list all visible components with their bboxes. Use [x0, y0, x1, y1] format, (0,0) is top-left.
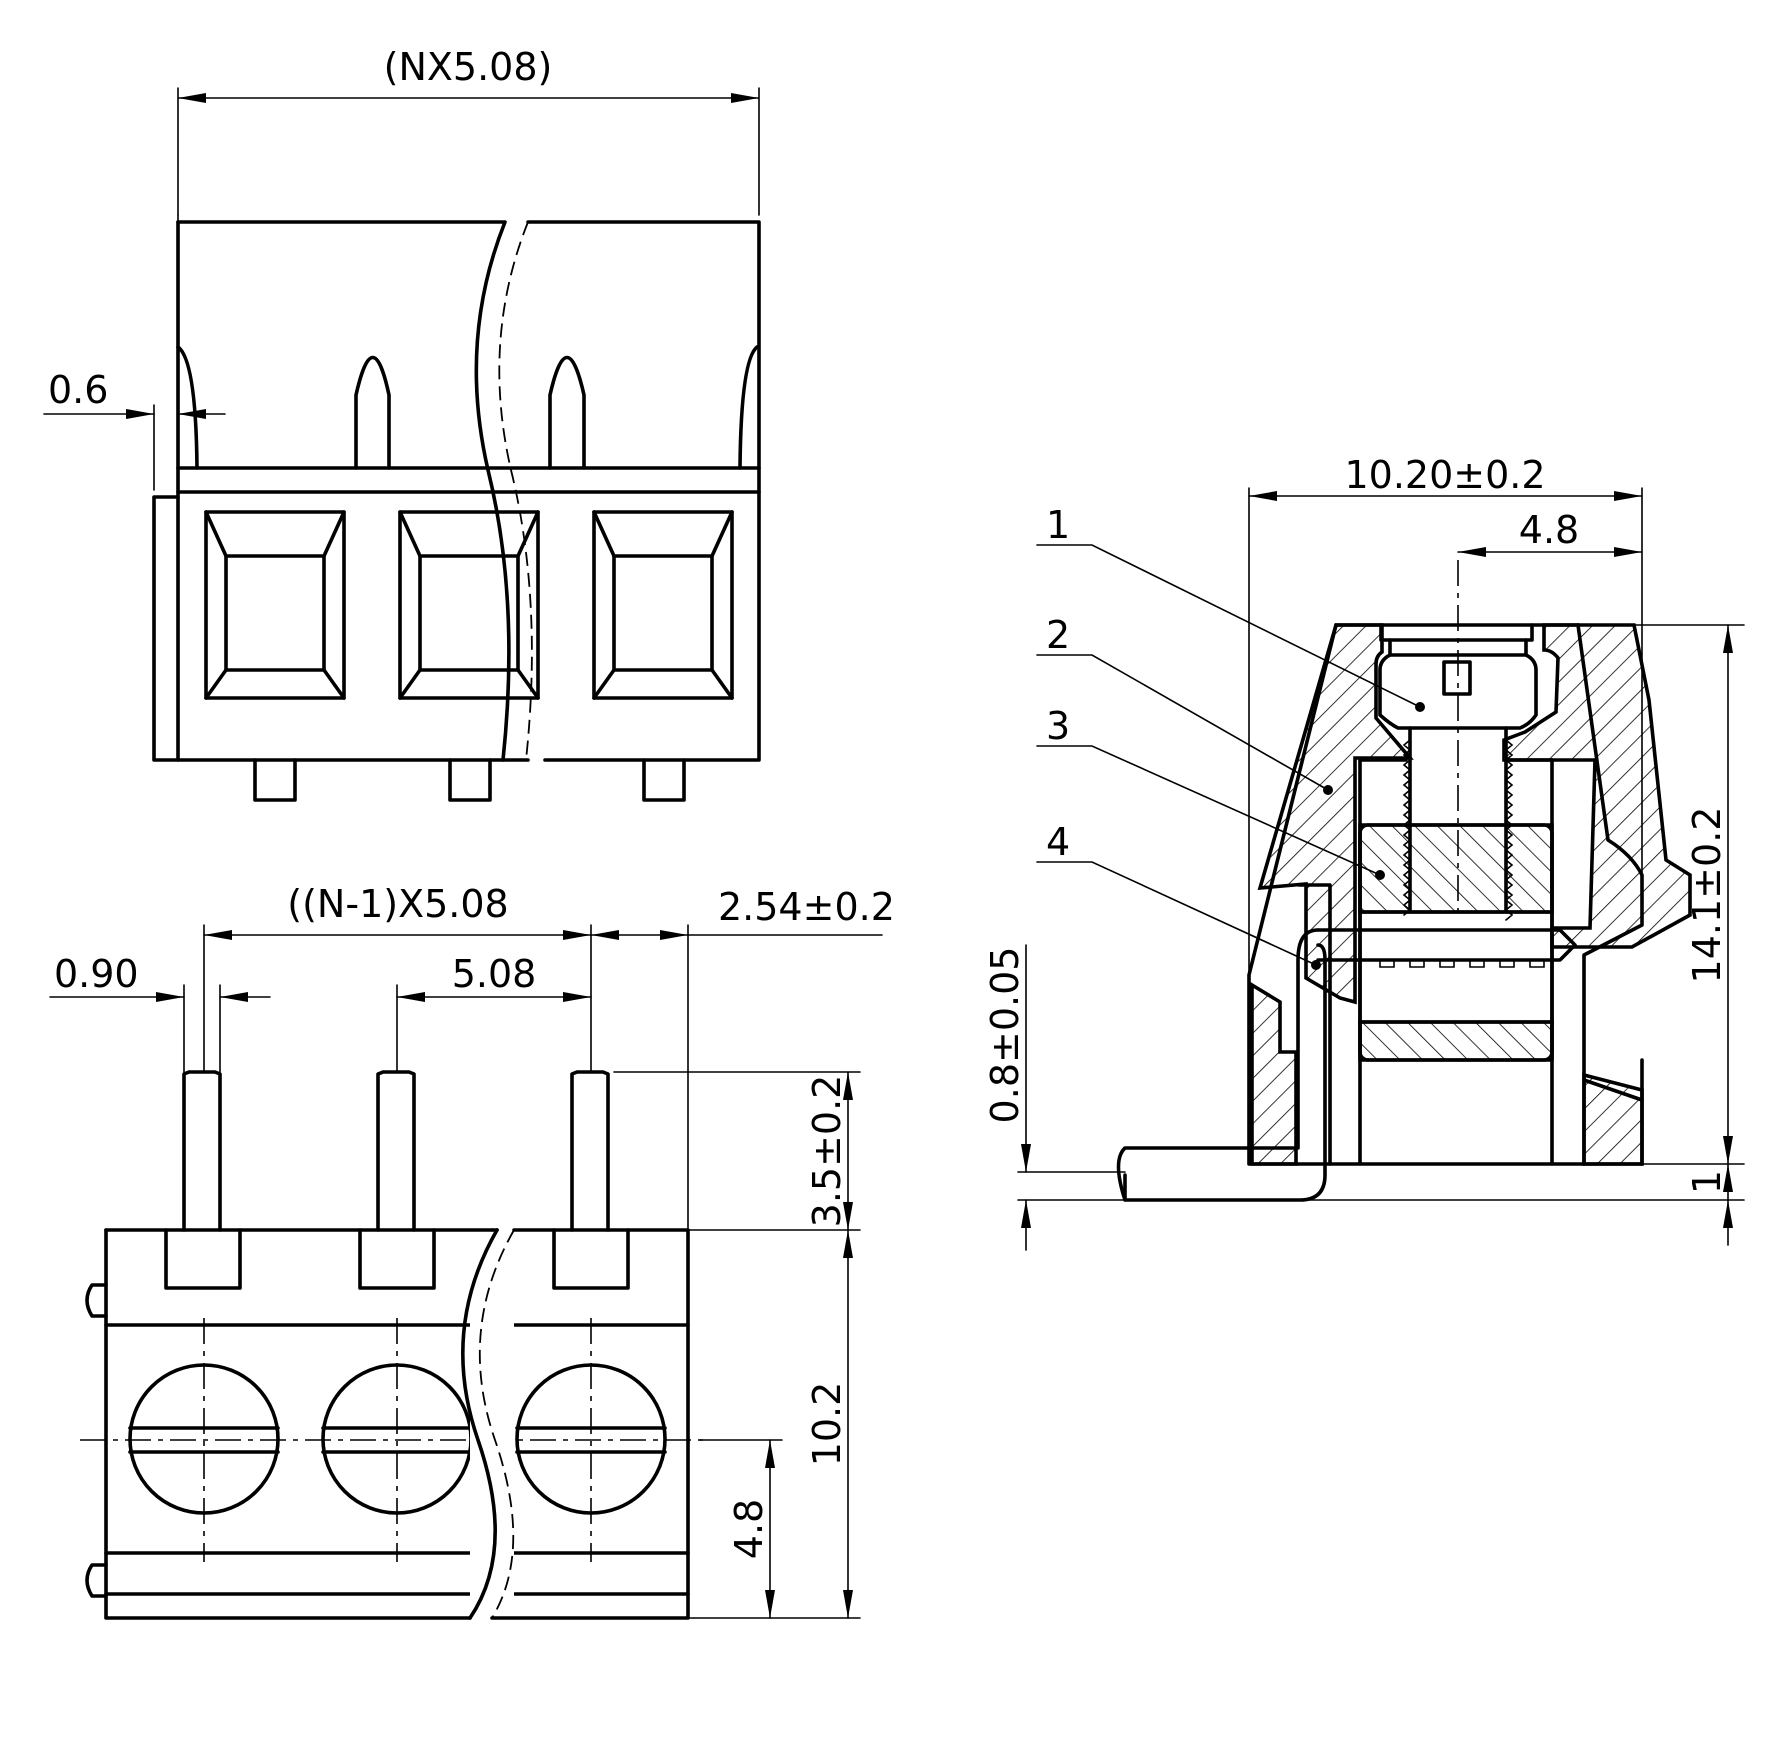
dim-screw-height: 4.8 [699, 1439, 783, 1619]
bottom-view: ((N-1)X5.08 2.54±0.2 0.90 5.08 [49, 882, 895, 1620]
dim-pin-length: 3.5±0.2 [613, 1071, 861, 1231]
callouts: 1 2 3 4 [1036, 503, 1425, 970]
dim-body-depth: 10.2 [687, 1229, 861, 1619]
dim-pin-thickness-label: 0.8±0.05 [983, 947, 1027, 1124]
callout-4: 4 [1046, 820, 1070, 864]
dim-pin-offset: 2.54±0.2 [590, 885, 895, 1229]
dim-pitch-label: 5.08 [452, 952, 537, 996]
dim-screw-height-label: 4.8 [727, 1499, 771, 1559]
dim-pin-length-label: 3.5±0.2 [805, 1075, 849, 1228]
dim-body-depth-label: 10.2 [805, 1382, 849, 1467]
dim-side-height: 14.1±0.2 [1579, 624, 1745, 1165]
dim-overall-width: (NX5.08) [177, 45, 760, 216]
dim-overall-width-label: (NX5.08) [384, 45, 553, 89]
callout-3: 3 [1046, 704, 1070, 748]
dim-side-height-label: 14.1±0.2 [1685, 807, 1729, 984]
top-view: (NX5.08) 0.6 [43, 45, 761, 802]
dim-pin-thickness: 0.8±0.05 [983, 944, 1126, 1251]
dim-wall-label: 0.6 [48, 368, 108, 412]
callout-1: 1 [1046, 503, 1070, 547]
callout-2: 2 [1046, 613, 1070, 657]
dim-pin-width-label: 0.90 [54, 952, 139, 996]
dim-pin-span-label: ((N-1)X5.08 [287, 882, 508, 926]
dim-pin-width: 0.90 [49, 952, 271, 1073]
dim-pitch: 5.08 [396, 952, 592, 1073]
dim-standoff: 1 [1299, 1163, 1745, 1246]
dim-standoff-label: 1 [1685, 1170, 1729, 1194]
dim-pin-offset-label: 2.54±0.2 [718, 885, 895, 929]
dim-side-screw-offset: 4.8 [1457, 508, 1643, 557]
side-view: 1 2 3 4 10.20±0.2 4.8 [983, 453, 1745, 1251]
dim-side-width: 10.20±0.2 [1248, 453, 1643, 1001]
top-view-outline [152, 220, 761, 802]
top-view-break [474, 220, 511, 762]
bottom-view-outline [80, 1070, 705, 1620]
dim-pin-span: ((N-1)X5.08 [203, 882, 592, 1073]
dim-wall: 0.6 [43, 214, 226, 491]
dim-side-width-label: 10.20±0.2 [1344, 453, 1545, 497]
housing-section [1250, 623, 1692, 1166]
dim-side-screw-offset-label: 4.8 [1519, 508, 1579, 552]
